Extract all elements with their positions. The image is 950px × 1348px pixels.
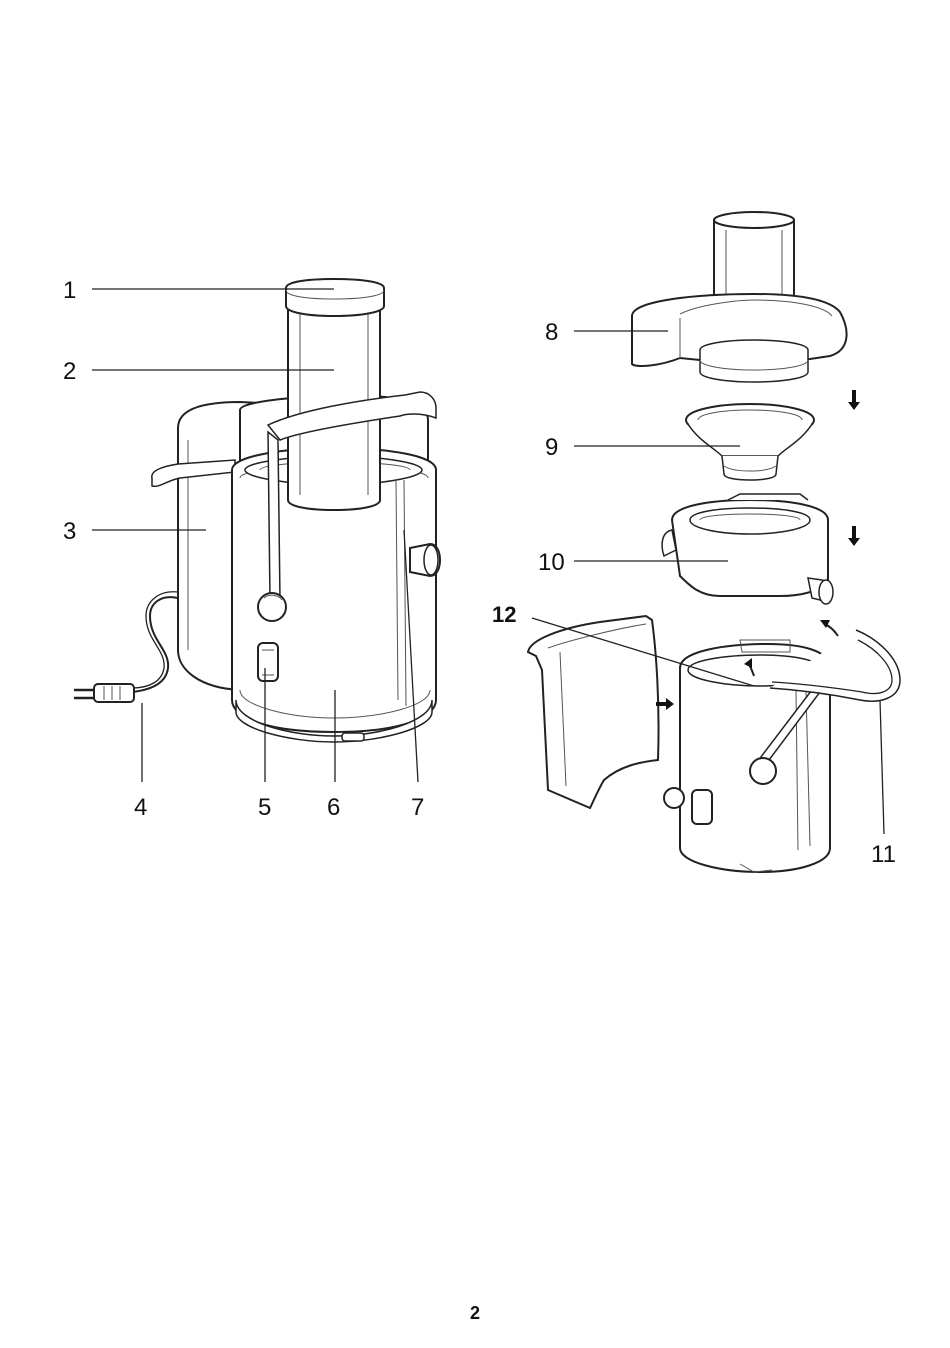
page-number: 2 [0,1303,950,1324]
assembled-juicer-illustration [74,279,440,742]
part-label-12: 12 [492,602,516,627]
part-label-9: 9 [545,434,558,461]
part-label-2: 2 [63,358,76,385]
part-label-10: 10 [538,549,565,576]
part-label-6: 6 [327,794,340,821]
part-label-8: 8 [545,319,558,346]
part-label-3: 3 [63,518,76,545]
part-label-11: 11 [871,841,896,868]
part-label-4: 4 [134,794,147,821]
part-label-5: 5 [258,794,271,821]
part-label-7: 7 [411,794,424,821]
part-label-1: 1 [63,277,76,304]
exploded-view-illustration [528,212,900,872]
